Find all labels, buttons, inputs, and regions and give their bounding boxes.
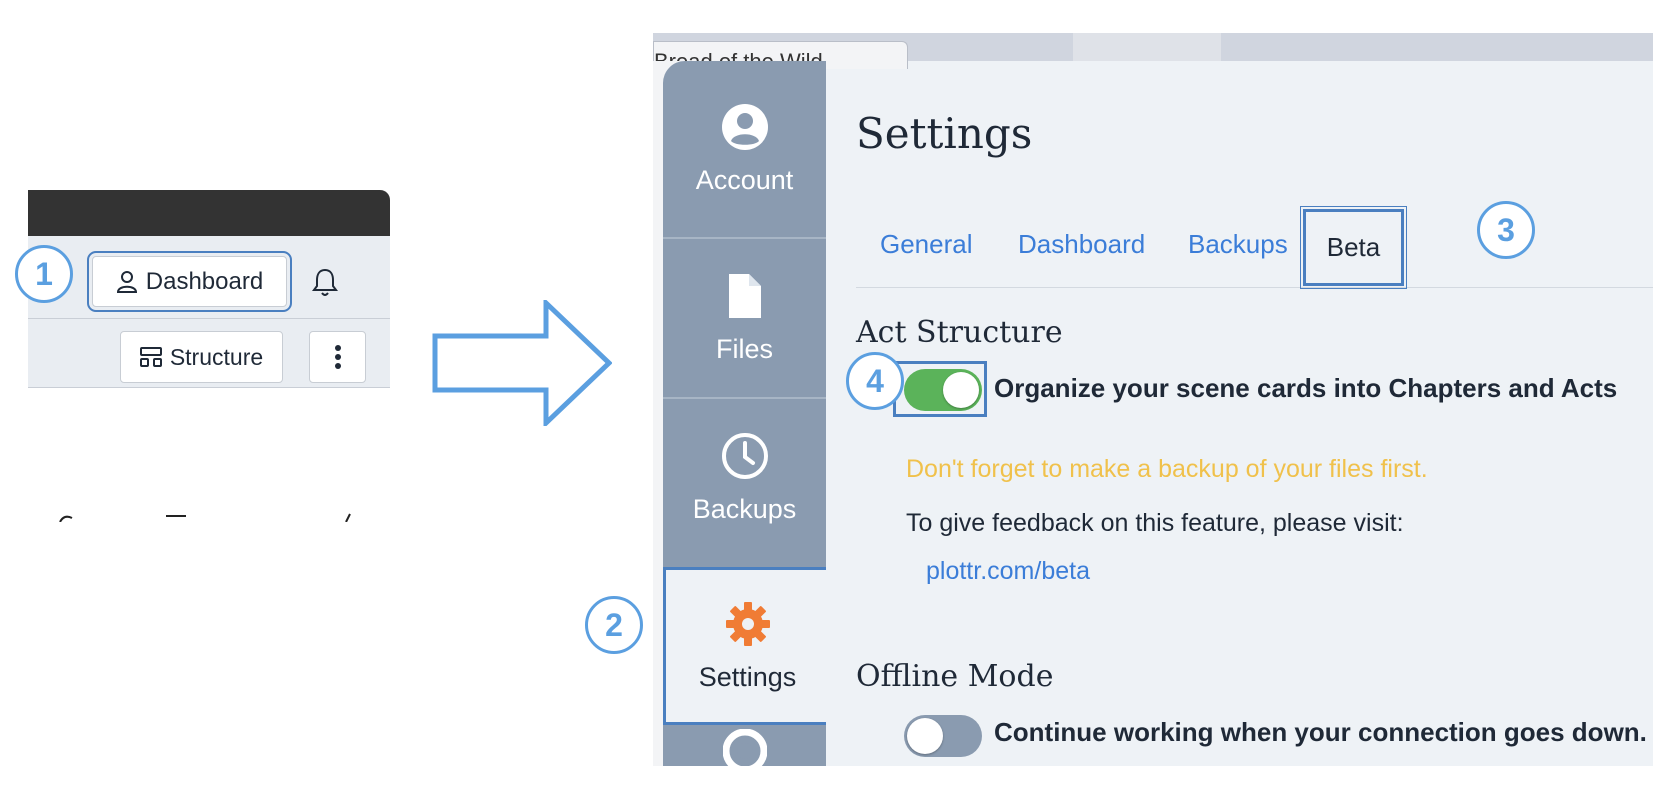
clipped-text-residue (59, 513, 351, 522)
act-structure-heading: Act Structure (856, 315, 1063, 350)
user-icon (116, 270, 137, 293)
offline-mode-label: Continue working when your connection go… (994, 717, 1647, 747)
sidebar-divider (663, 397, 826, 399)
structure-icon (139, 347, 162, 367)
structure-button[interactable]: Structure (120, 331, 283, 383)
app-window-crop: Bread of the Wild Account Files Backups (653, 33, 1653, 766)
settings-tabs: General Dashboard Backups Beta (856, 206, 1653, 289)
sidebar-item-label: Settings (698, 661, 797, 692)
gear-icon (725, 601, 770, 646)
feedback-text: To give feedback on this feature, please… (906, 509, 1404, 537)
sidebar-item-label: Files (715, 333, 773, 364)
offline-mode-heading: Offline Mode (856, 659, 1054, 694)
bell-icon[interactable] (311, 266, 339, 298)
beta-feedback-link[interactable]: plottr.com/beta (926, 557, 1090, 585)
tab-general[interactable]: General (880, 229, 973, 259)
tab-backups[interactable]: Backups (1188, 229, 1288, 259)
step-badge-2: 2 (585, 596, 643, 654)
structure-button-label: Structure (169, 343, 264, 370)
step-badge-4: 4 (846, 352, 904, 410)
sidebar-divider (663, 237, 826, 239)
sidebar-item-settings-inner: Settings (666, 570, 826, 722)
sidebar-item-account[interactable]: Account (663, 61, 826, 237)
more-options-button[interactable] (309, 331, 366, 383)
file-icon (728, 273, 761, 318)
dashboard-button[interactable]: Dashboard (87, 251, 292, 312)
toolbar-crop: Dashboard Structure (28, 190, 390, 522)
act-structure-label: Organize your scene cards into Chapters … (994, 373, 1618, 403)
backup-warning: Don't forget to make a backup of your fi… (906, 455, 1428, 483)
dashboard-button-label: Dashboard (145, 267, 264, 295)
page-title: Settings (856, 109, 1033, 158)
sidebar-item-label: Backups (692, 493, 797, 524)
settings-panel: Settings General Dashboard Backups Beta … (826, 61, 1653, 766)
lifebuoy-icon[interactable] (723, 729, 767, 766)
sidebar-item-label: Account (695, 164, 794, 195)
window-titlebar (28, 190, 390, 236)
transition-arrow-icon (432, 300, 612, 426)
user-circle-icon (721, 103, 768, 150)
sidebar-item-files[interactable]: Files (663, 239, 826, 397)
clock-icon (721, 432, 768, 479)
act-structure-toggle[interactable] (904, 369, 982, 411)
offline-mode-toggle[interactable] (904, 715, 982, 757)
tab-dashboard[interactable]: Dashboard (1018, 229, 1146, 259)
step-badge-1: 1 (15, 245, 73, 303)
tab-beta[interactable]: Beta (1300, 206, 1407, 289)
sidebar-item-settings[interactable]: Settings (663, 567, 826, 725)
toggle-knob (907, 718, 943, 754)
vertical-ellipsis-icon (334, 345, 341, 369)
step-badge-3: 3 (1477, 201, 1535, 259)
inactive-tab (1073, 33, 1221, 61)
sidebar-item-backups[interactable]: Backups (663, 399, 826, 557)
toggle-knob (943, 372, 979, 408)
settings-sidebar: Account Files Backups (663, 61, 826, 766)
